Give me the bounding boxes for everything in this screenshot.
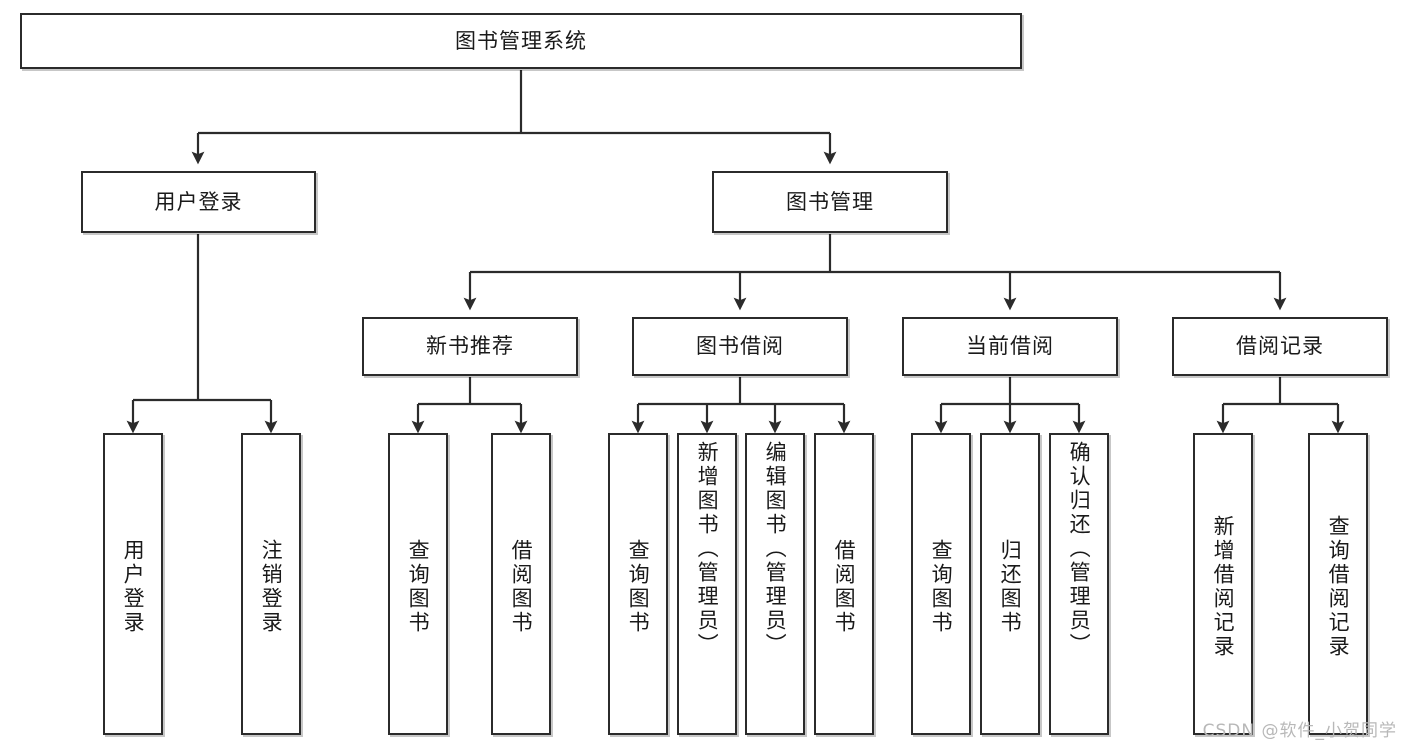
node-label: 新增图书（管理员） xyxy=(695,441,720,657)
node-label: 查询图书 xyxy=(406,539,431,635)
leaf-record-query[interactable]: 查询借阅记录 xyxy=(1308,433,1368,735)
leaf-new-book-borrow[interactable]: 借阅图书 xyxy=(491,433,551,735)
leaf-borrow-edit-book[interactable]: 编辑图书（管理员） xyxy=(745,433,805,735)
node-root-system[interactable]: 图书管理系统 xyxy=(20,13,1022,69)
node-label: 当前借阅 xyxy=(966,334,1054,359)
node-label: 图书借阅 xyxy=(696,334,784,359)
node-label: 归还图书 xyxy=(998,539,1023,635)
leaf-new-book-query[interactable]: 查询图书 xyxy=(388,433,448,735)
node-label: 新书推荐 xyxy=(426,334,514,359)
node-user-login[interactable]: 用户登录 xyxy=(81,171,316,233)
node-label: 确认归还（管理员） xyxy=(1067,441,1092,657)
node-new-book-recommend[interactable]: 新书推荐 xyxy=(362,317,578,376)
leaf-record-add[interactable]: 新增借阅记录 xyxy=(1193,433,1253,735)
node-label: 查询图书 xyxy=(929,539,954,635)
leaf-current-query-book[interactable]: 查询图书 xyxy=(911,433,971,735)
node-label: 编辑图书（管理员） xyxy=(763,441,788,657)
leaf-borrow-borrow-book[interactable]: 借阅图书 xyxy=(814,433,874,735)
node-book-borrow[interactable]: 图书借阅 xyxy=(632,317,848,376)
leaf-current-confirm-return[interactable]: 确认归还（管理员） xyxy=(1049,433,1109,735)
node-label: 借阅图书 xyxy=(832,539,857,635)
node-label: 用户登录 xyxy=(121,539,146,635)
node-label: 借阅图书 xyxy=(509,539,534,635)
node-label: 借阅记录 xyxy=(1236,334,1324,359)
node-current-borrow[interactable]: 当前借阅 xyxy=(902,317,1118,376)
leaf-user-login-logout[interactable]: 注销登录 xyxy=(241,433,301,735)
leaf-borrow-query-book[interactable]: 查询图书 xyxy=(608,433,668,735)
node-label: 用户登录 xyxy=(154,189,243,214)
node-label: 注销登录 xyxy=(259,539,284,635)
leaf-current-return-book[interactable]: 归还图书 xyxy=(980,433,1040,735)
watermark-text: CSDN @软件_小贺同学 xyxy=(1202,721,1397,741)
node-book-management[interactable]: 图书管理 xyxy=(712,171,948,233)
node-borrow-record[interactable]: 借阅记录 xyxy=(1172,317,1388,376)
leaf-user-login-login[interactable]: 用户登录 xyxy=(103,433,163,735)
leaf-borrow-add-book[interactable]: 新增图书（管理员） xyxy=(677,433,737,735)
node-label: 图书管理系统 xyxy=(455,28,587,53)
node-label: 图书管理 xyxy=(786,189,874,214)
node-label: 查询图书 xyxy=(626,539,651,635)
node-label: 查询借阅记录 xyxy=(1326,515,1351,659)
node-label: 新增借阅记录 xyxy=(1211,515,1236,659)
